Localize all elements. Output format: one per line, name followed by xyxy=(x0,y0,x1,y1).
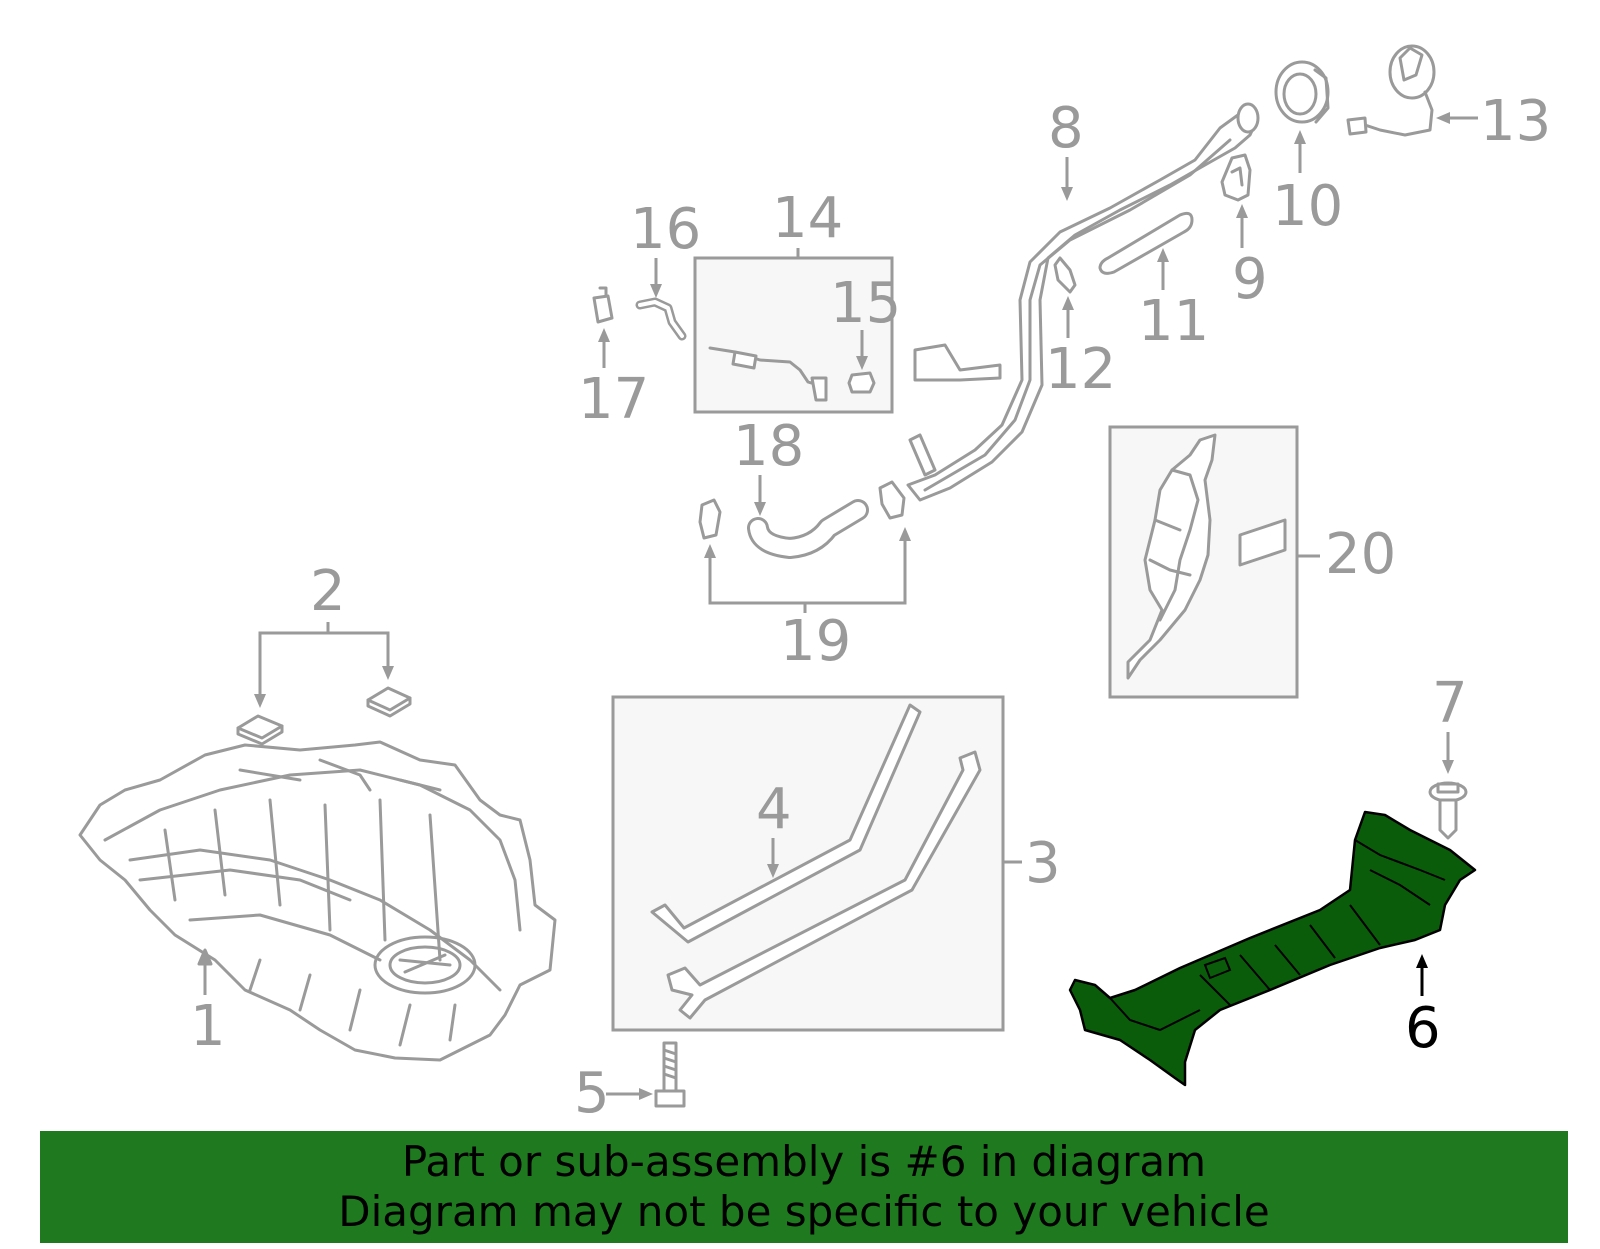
arrow-17 xyxy=(598,328,610,342)
part-1-fuel-tank[interactable] xyxy=(78,740,557,1062)
arrow-4 xyxy=(767,864,779,878)
arrow-16 xyxy=(650,284,662,298)
arrow-18 xyxy=(754,502,766,516)
label-15: 15 xyxy=(830,271,901,336)
info-banner: Part or sub-assembly is #6 in diagram Di… xyxy=(40,1131,1568,1243)
part-5-bolt[interactable] xyxy=(654,1041,686,1108)
label-2: 2 xyxy=(310,559,346,624)
banner-line-2: Diagram may not be specific to your vehi… xyxy=(338,1187,1270,1236)
arrow-7 xyxy=(1442,760,1454,774)
arrow-19b xyxy=(899,527,911,541)
part-13-fuel-cap[interactable] xyxy=(1346,44,1436,137)
part-14-vent-tube[interactable] xyxy=(708,346,828,402)
part-2-pads[interactable] xyxy=(236,686,412,746)
arrow-19a xyxy=(704,544,716,558)
label-1: 1 xyxy=(190,994,226,1059)
label-9: 9 xyxy=(1232,247,1268,312)
part-3-strap[interactable] xyxy=(666,750,982,1020)
part-20-protector[interactable] xyxy=(1126,433,1287,680)
label-16: 16 xyxy=(630,197,701,262)
label-7: 7 xyxy=(1432,671,1468,736)
label-4: 4 xyxy=(756,777,792,842)
arrow-9 xyxy=(1236,204,1248,218)
label-3: 3 xyxy=(1025,831,1061,896)
part-8-filler-pipe[interactable] xyxy=(906,102,1260,502)
arrow-10 xyxy=(1294,130,1306,144)
label-18: 18 xyxy=(733,414,804,479)
label-20: 20 xyxy=(1325,522,1396,587)
part-19-clamps[interactable] xyxy=(698,480,906,540)
part-15-clip[interactable] xyxy=(847,371,876,394)
arrow-5 xyxy=(639,1088,653,1100)
arrow-12 xyxy=(1062,296,1074,310)
arrow-6 xyxy=(1416,954,1428,968)
arrow-13 xyxy=(1436,112,1450,124)
arrow-2a xyxy=(254,694,266,708)
part-10-ring[interactable] xyxy=(1274,60,1330,124)
part-17-clip[interactable] xyxy=(592,286,614,324)
part-16-hose[interactable] xyxy=(635,297,687,341)
label-11: 11 xyxy=(1138,289,1209,354)
arrow-11 xyxy=(1157,248,1169,262)
arrow-15 xyxy=(856,356,868,370)
label-13: 13 xyxy=(1480,89,1551,154)
label-6: 6 xyxy=(1405,996,1441,1061)
part-12-clamp[interactable] xyxy=(1053,256,1077,294)
label-14: 14 xyxy=(772,186,843,251)
part-4-strap[interactable] xyxy=(650,703,922,944)
leader-2 xyxy=(258,622,390,700)
part-11-hose[interactable] xyxy=(1098,211,1194,275)
label-12: 12 xyxy=(1045,337,1116,402)
arrow-8 xyxy=(1061,187,1073,201)
part-9-bracket[interactable] xyxy=(1220,153,1252,202)
label-19: 19 xyxy=(780,609,851,674)
arrow-1 xyxy=(197,948,213,966)
part-7-clip[interactable] xyxy=(1428,781,1468,840)
label-17: 17 xyxy=(578,367,649,432)
leader-19 xyxy=(708,535,907,613)
part-6-heat-shield[interactable] xyxy=(1068,810,1477,1087)
label-10: 10 xyxy=(1272,174,1343,239)
banner-line-1: Part or sub-assembly is #6 in diagram xyxy=(401,1137,1207,1186)
label-8: 8 xyxy=(1048,96,1084,161)
label-5: 5 xyxy=(574,1061,610,1126)
arrow-2b xyxy=(382,666,394,680)
part-18-hose[interactable] xyxy=(747,499,869,559)
